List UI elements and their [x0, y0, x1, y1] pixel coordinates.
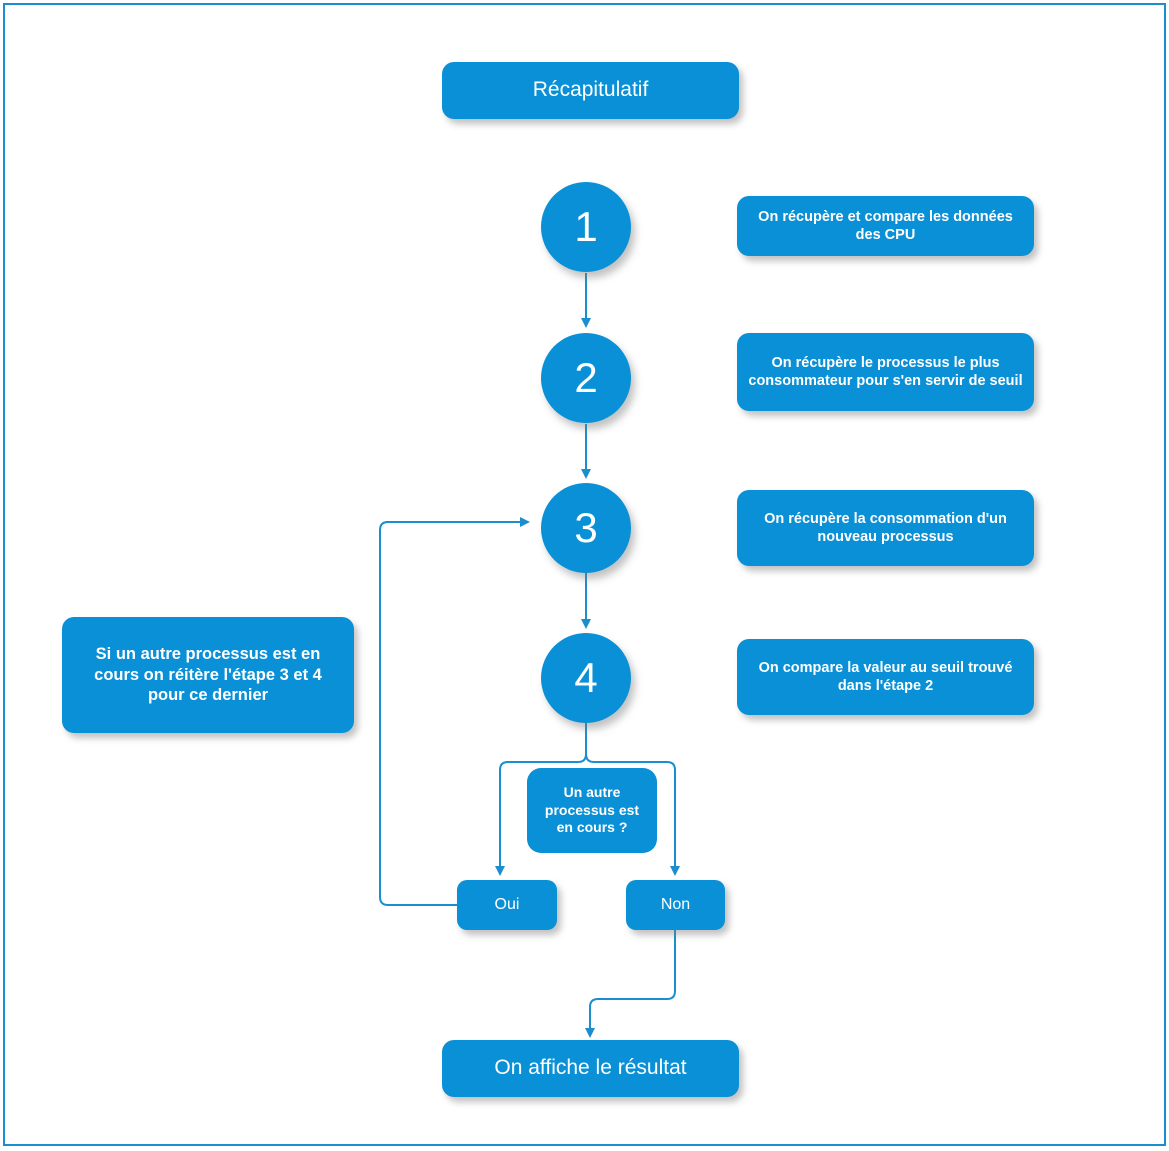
step-circle-1[interactable]: 1 [541, 182, 631, 272]
diagram-title-box: Récapitulatif [442, 62, 739, 119]
step-circle-2-label: 2 [574, 354, 598, 401]
branch-no-label: Non [660, 896, 691, 913]
loopback-side-note-label: Si un autre processus est en cours on ré… [94, 645, 322, 705]
step-circle-3-label: 3 [574, 504, 598, 551]
step-circle-2[interactable]: 2 [541, 333, 631, 423]
branch-yes-box[interactable]: Oui [457, 880, 557, 930]
step-circle-3[interactable]: 3 [541, 483, 631, 573]
decision-box: Un autre processus est en cours ? [527, 768, 657, 853]
step-circle-4-label: 4 [574, 654, 598, 701]
decision-question-label: Un autre processus est en cours ? [544, 784, 640, 836]
step-note-3-label: On récupère la consommation d'un nouveau… [764, 510, 1007, 545]
step-note-1: On récupère et compare les données des C… [737, 196, 1034, 256]
loopback-side-note: Si un autre processus est en cours on ré… [62, 617, 354, 733]
branch-no-box[interactable]: Non [626, 880, 725, 930]
step-note-4-label: On compare la valeur au seuil trouvé dan… [758, 659, 1013, 694]
connector-yes-loopback-step3 [379, 517, 530, 906]
result-label: On affiche le résultat [494, 1056, 687, 1080]
step-circle-1-label: 1 [574, 203, 598, 250]
branch-yes-label: Oui [494, 896, 520, 913]
step-note-2-label: On récupère le processus le plus consomm… [748, 354, 1023, 389]
step-note-3: On récupère la consommation d'un nouveau… [737, 490, 1034, 566]
step-note-4: On compare la valeur au seuil trouvé dan… [737, 639, 1034, 715]
connector-no-result [585, 930, 676, 1038]
step-note-1-label: On récupère et compare les données des C… [758, 208, 1013, 243]
connector-step4-branch-no [585, 723, 680, 876]
step-note-2: On récupère le processus le plus consomm… [737, 333, 1034, 411]
result-box: On affiche le résultat [442, 1040, 739, 1097]
step-circle-4[interactable]: 4 [541, 633, 631, 723]
diagram-title-label: Récapitulatif [532, 78, 649, 102]
